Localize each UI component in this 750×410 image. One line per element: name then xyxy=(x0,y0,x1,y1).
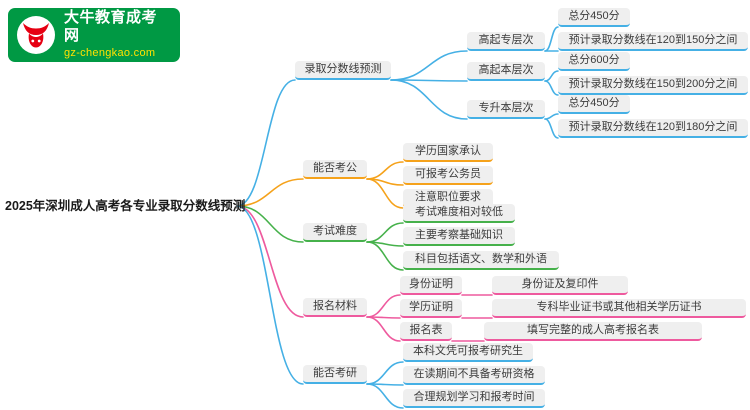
mindmap-node-b1c2g1: 总分600分 xyxy=(558,52,630,71)
mindmap-node-b4c1: 身份证明 xyxy=(400,276,462,295)
mindmap-link xyxy=(390,50,468,81)
mindmap-node-b1c3g2: 预计录取分数线在120到180分之间 xyxy=(558,119,748,138)
mindmap-node-b4c2g1: 专科毕业证书或其他相关学历证书 xyxy=(492,299,746,318)
mindmap-link xyxy=(366,383,404,386)
mindmap-link xyxy=(236,205,304,385)
mindmap-node-b1c1g1: 总分450分 xyxy=(558,8,630,27)
mindmap-node-b5c3: 合理规划学习和报考时间 xyxy=(403,389,545,408)
bull-icon xyxy=(16,15,56,55)
mindmap-link xyxy=(390,79,468,82)
mindmap-link xyxy=(366,161,404,180)
mindmap-node-b2: 能否考公 xyxy=(303,160,367,179)
mindmap-node-b1c1: 高起专层次 xyxy=(467,32,545,51)
mindmap-node-b1c1g2: 预计录取分数线在120到150分之间 xyxy=(558,32,748,51)
mindmap-link xyxy=(366,178,404,209)
mindmap-node-b4c3: 报名表 xyxy=(400,322,452,341)
mindmap-link xyxy=(544,26,559,52)
mindmap-link xyxy=(544,113,559,120)
mindmap-node-b1c2g2: 预计录取分数线在150到200分之间 xyxy=(558,76,748,95)
mindmap-node-b3c1: 考试难度相对较低 xyxy=(403,204,515,223)
mindmap-node-b1c2: 高起本层次 xyxy=(467,62,545,81)
mindmap-node-b4c2: 学历证明 xyxy=(400,299,462,318)
mindmap-node-b4: 报名材料 xyxy=(303,298,367,317)
mindmap-node-b2c1: 学历国家承认 xyxy=(403,143,493,162)
mindmap-link xyxy=(236,205,304,318)
mindmap-node-b3c3: 科目包括语文、数学和外语 xyxy=(403,251,559,270)
mindmap-link xyxy=(366,294,401,318)
mindmap-link xyxy=(544,80,559,96)
mindmap-node-b5c1: 本科文凭可报考研究生 xyxy=(403,343,533,362)
mindmap-link xyxy=(236,205,304,243)
mindmap-node-b5c2: 在读期间不具备考研资格 xyxy=(403,366,545,385)
mindmap-link xyxy=(366,316,401,342)
logo-title: 大牛教育成考网 xyxy=(64,9,158,45)
mindmap-node-b1c3: 专升本层次 xyxy=(467,100,545,119)
mindmap-node-b1: 录取分数线预测 xyxy=(295,61,391,80)
mindmap-node-b1c3g1: 总分450分 xyxy=(558,95,630,114)
mindmap-root-node: 2025年深圳成人高考各专业录取分数线预测 xyxy=(5,199,246,213)
mindmap-link xyxy=(390,79,468,120)
mindmap-link xyxy=(366,241,404,271)
mindmap-link xyxy=(236,178,304,207)
mindmap-link xyxy=(366,316,401,319)
site-logo: 大牛教育成考网 gz-chengkao.com xyxy=(8,8,180,62)
mindmap-link xyxy=(366,222,404,243)
mindmap-link xyxy=(544,118,559,139)
mindmap-node-b4c1g1: 身份证及复印件 xyxy=(492,276,628,295)
mindmap-link xyxy=(236,79,296,207)
logo-subtitle: gz-chengkao.com xyxy=(64,47,156,60)
mindmap-link xyxy=(366,178,404,186)
mindmap-node-b2c2: 可报考公务员 xyxy=(403,166,493,185)
mindmap-link xyxy=(366,241,404,247)
mindmap-link xyxy=(366,361,404,385)
mindmap-link xyxy=(366,383,404,409)
mindmap-node-b3: 考试难度 xyxy=(303,223,367,242)
mindmap-node-b3c2: 主要考察基础知识 xyxy=(403,227,515,246)
mindmap-link xyxy=(544,70,559,82)
mindmap-node-b4c3g1: 填写完整的成人高考报名表 xyxy=(484,322,702,341)
mindmap-node-b5: 能否考研 xyxy=(303,365,367,384)
